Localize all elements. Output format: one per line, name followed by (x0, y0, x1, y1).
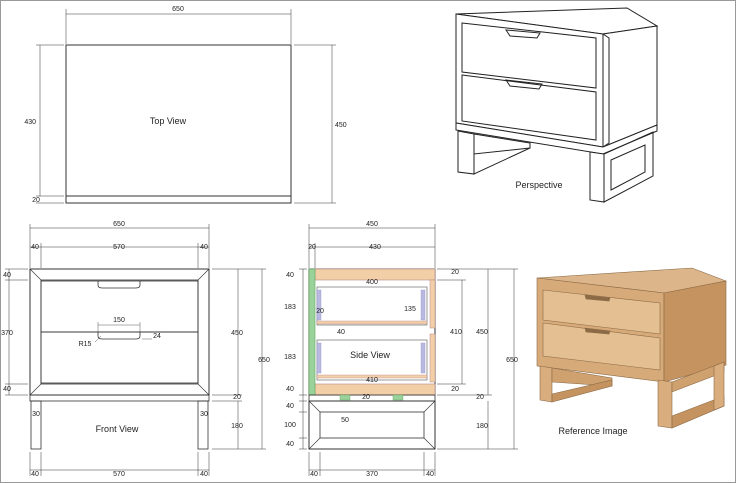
front-dim-base-rail: 20 (233, 394, 241, 401)
side-dim-inner-depth: 430 (369, 244, 381, 251)
top-view-dim-right-depth: 450 (335, 122, 347, 129)
side-view-runner-lower-left (316, 342, 322, 374)
side-dim-inner-height: 410 (450, 329, 462, 336)
side-view-bottom-panel (314, 383, 436, 396)
front-view-base-rail (29, 394, 210, 402)
side-dim-base-strip-right: 20 (476, 394, 484, 401)
front-dim-leg-left: 30 (32, 411, 40, 418)
side-dim-base-top: 40 (286, 403, 294, 410)
front-dim-case-height: 450 (231, 330, 243, 337)
side-dim-case-height: 450 (476, 329, 488, 336)
side-dim-base-left: 40 (310, 471, 318, 478)
side-view-lower-drawer (316, 339, 428, 381)
side-view-runner-upper-left (316, 289, 322, 321)
perspective-view (455, 7, 659, 203)
side-dim-runner-top: 20 (316, 308, 324, 315)
top-view-front-strip (65, 195, 292, 204)
front-dim-handle-width: 150 (113, 317, 125, 324)
side-view-drawer-bottom-lower (316, 374, 428, 379)
front-view-leg-right (197, 400, 209, 450)
side-dim-overall-depth: 450 (366, 221, 378, 228)
front-dim-leg-right: 30 (200, 411, 208, 418)
side-dim-total-height: 650 (506, 357, 518, 364)
side-dim-back: 20 (308, 244, 316, 251)
side-view-base-slat-right (392, 394, 404, 401)
side-view-upper-drawer (316, 286, 428, 326)
front-dim-base-right: 40 (200, 471, 208, 478)
reference-image (536, 267, 728, 429)
side-view-drawer-bottom-upper (316, 320, 428, 325)
top-view-title: Top View (150, 116, 187, 126)
side-view-title: Side View (350, 350, 390, 360)
side-dim-base-height: 180 (476, 423, 488, 430)
side-view-back-panel (308, 268, 316, 396)
side-dim-base-right: 40 (426, 471, 434, 478)
front-dim-handle-depth: 24 (153, 333, 161, 340)
top-view-dim-width: 650 (172, 6, 184, 13)
front-dim-top-rail: 40 (3, 272, 11, 279)
side-dim-bottom: 40 (286, 386, 294, 393)
top-view-dim-front-strip: 20 (32, 197, 40, 204)
top-view-dim-left-depth: 430 (24, 119, 36, 126)
side-view-base-inner (319, 411, 425, 439)
side-view-base-slat-left (339, 394, 351, 401)
front-view (5, 224, 266, 476)
front-dim-base-width: 570 (113, 471, 125, 478)
side-dim-base-bottom: 40 (286, 441, 294, 448)
side-view-front-top (429, 279, 436, 329)
front-dim-leg-height: 180 (231, 423, 243, 430)
front-view-handle-top (97, 281, 141, 289)
side-dim-drawer-depth: 400 (366, 279, 378, 286)
side-view-runner-upper-right (420, 289, 426, 321)
side-dim-base-strip-left: 20 (362, 394, 370, 401)
front-view-title: Front View (96, 424, 139, 434)
side-view (299, 224, 518, 476)
side-dim-top: 40 (286, 272, 294, 279)
perspective-title: Perspective (515, 180, 562, 190)
front-view-handle-bottom (97, 332, 141, 340)
side-dim-base-inner: 100 (284, 422, 296, 429)
front-dim-drawer-height: 370 (1, 330, 13, 337)
front-dim-bottom-rail: 40 (3, 386, 11, 393)
front-dim-inner-width: 570 (113, 244, 125, 251)
reference-title: Reference Image (558, 426, 627, 436)
side-dim-lower-drawer: 183 (284, 354, 296, 361)
side-dim-base-slat: 50 (341, 417, 349, 424)
side-view-runner-lower-right (420, 342, 426, 374)
side-dim-bottom-right: 20 (451, 386, 459, 393)
side-dim-runner-offset: 40 (337, 329, 345, 336)
top-view (36, 9, 336, 204)
side-view-front-bottom (429, 333, 436, 383)
front-dim-total-height: 650 (258, 357, 270, 364)
front-view-leg-left (30, 400, 42, 450)
side-dim-bottom-depth: 410 (366, 377, 378, 384)
side-dim-top-right: 20 (451, 269, 459, 276)
side-dim-runner-side: 135 (404, 306, 416, 313)
front-dim-side-right: 40 (200, 244, 208, 251)
front-dim-base-left: 40 (31, 471, 39, 478)
front-dim-side-left: 40 (31, 244, 39, 251)
front-dim-overall-width: 650 (113, 221, 125, 228)
side-dim-base-width: 370 (366, 471, 378, 478)
front-view-drawer-bottom (40, 331, 199, 384)
front-dim-handle-radius: R15 (79, 341, 92, 348)
side-view-base-frame (308, 400, 436, 450)
side-dim-upper-drawer: 183 (284, 304, 296, 311)
